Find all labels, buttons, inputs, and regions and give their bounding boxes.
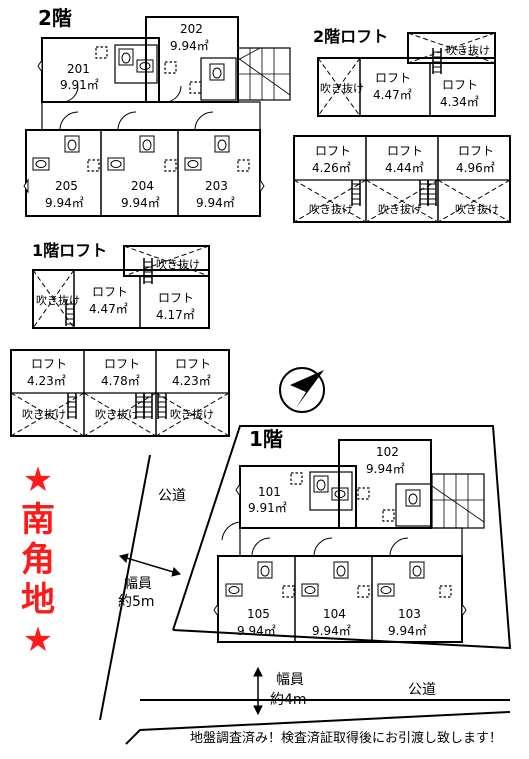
loft1-void-3: 吹き抜け (22, 408, 66, 421)
handover-note: 地盤調査済み！検査済証取得後にお引渡し致します！ (190, 731, 503, 746)
unit-101-area: 9.91㎡ (248, 501, 287, 515)
unit-204-no: 204 (131, 179, 154, 193)
unit-104-no: 104 (323, 607, 346, 621)
loft2-title: 2階ロフト (313, 27, 389, 46)
unit-102-no: 102 (376, 445, 399, 459)
loft1-void-1: 吹き抜け (36, 294, 80, 307)
loft1-loft-d: ロフト (104, 357, 141, 371)
unit-202-no: 202 (180, 22, 203, 36)
loft2-loft-d: ロフト (387, 144, 424, 158)
loft2-loft-c-area: 4.26㎡ (312, 161, 351, 175)
unit-102-area: 9.94㎡ (366, 462, 405, 476)
loft2-loft-b: ロフト (442, 78, 479, 92)
unit-103-no: 103 (398, 607, 421, 621)
unit-202-area: 9.94㎡ (170, 39, 209, 53)
loft1-loft-b: ロフト (158, 291, 195, 305)
loft2-void-3: 吹き抜け (309, 203, 353, 216)
loft2-loft-b-area: 4.34㎡ (440, 95, 479, 109)
unit-203-area: 9.94㎡ (196, 196, 235, 210)
unit-103-area: 9.94㎡ (388, 624, 427, 638)
badge-char-3: 地 (21, 580, 55, 620)
corner-lot-badge: ★ 南 角 地 ★ (18, 460, 58, 660)
loft1-loft-c-area: 4.23㎡ (27, 374, 66, 388)
unit-104-area: 9.94㎡ (312, 624, 351, 638)
loft1-loft-a: ロフト (92, 285, 129, 299)
loft2-loft-a-area: 4.47㎡ (373, 88, 412, 102)
unit-101-no: 101 (258, 485, 281, 499)
south-road-width-value: 約4m (270, 692, 307, 708)
floor2-title: 2階 (38, 6, 72, 30)
loft1-title: 1階ロフト (32, 241, 108, 260)
loft1-loft-d-area: 4.78㎡ (101, 374, 140, 388)
unit-201-area: 9.91㎡ (60, 78, 99, 92)
loft1-loft-a-area: 4.47㎡ (89, 302, 128, 316)
loft2-loft-c: ロフト (315, 144, 352, 158)
unit-201-no: 201 (67, 62, 90, 76)
loft1-loft-e-area: 4.23㎡ (172, 374, 211, 388)
unit-205-area: 9.94㎡ (45, 196, 84, 210)
loft2-void-4: 吹き抜け (378, 203, 422, 216)
loft2-void-2: 吹き抜け (446, 44, 490, 57)
loft1-loft-b-area: 4.17㎡ (156, 308, 195, 322)
floor2-fixtures (32, 46, 250, 172)
star-icon-bottom: ★ (22, 620, 54, 660)
floor1-title: 1階 (249, 427, 283, 451)
loft1-void-2: 吹き抜け (156, 258, 200, 271)
loft2-loft-e-area: 4.96㎡ (456, 161, 495, 175)
loft1-loft-c: ロフト (31, 357, 68, 371)
west-road-name: 公道 (158, 488, 186, 504)
unit-105-no: 105 (247, 607, 270, 621)
loft2-plan (293, 32, 511, 223)
south-road-name: 公道 (408, 682, 436, 698)
badge-char-2: 角 (21, 540, 55, 580)
star-icon-top: ★ (22, 460, 54, 500)
west-road-width-label: 幅員 (124, 576, 152, 592)
loft2-loft-e: ロフト (458, 144, 495, 158)
badge-char-1: 南 (21, 500, 55, 540)
loft2-loft-d-area: 4.44㎡ (385, 161, 424, 175)
unit-203-no: 203 (205, 179, 228, 193)
unit-205-no: 205 (55, 179, 78, 193)
floor1-plan (213, 439, 485, 643)
unit-204-area: 9.94㎡ (121, 196, 160, 210)
south-road-width-label: 幅員 (276, 672, 304, 688)
loft1-void-4: 吹き抜け (95, 408, 139, 421)
north-arrow-icon (279, 367, 325, 413)
loft2-void-5: 吹き抜け (455, 203, 499, 216)
loft2-void-1: 吹き抜け (320, 82, 364, 95)
loft1-plan (10, 245, 230, 437)
unit-105-area: 9.94㎡ (237, 624, 276, 638)
floor2-plan (23, 16, 291, 217)
west-road-width-value: 約5m (118, 594, 155, 610)
loft1-loft-e: ロフト (175, 357, 212, 371)
loft2-loft-a: ロフト (375, 71, 412, 85)
loft1-void-5: 吹き抜け (170, 408, 214, 421)
